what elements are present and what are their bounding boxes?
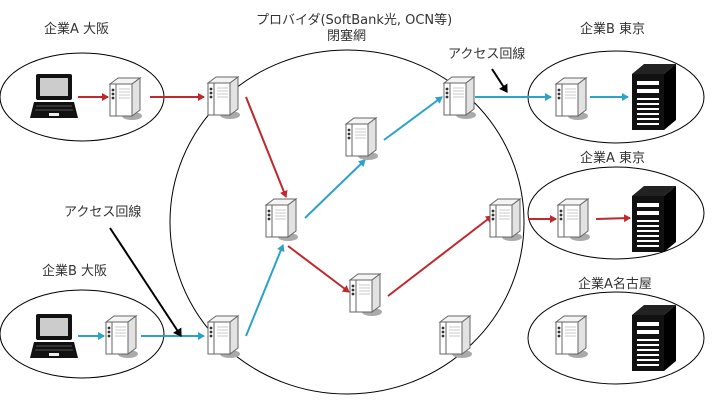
route-company-a [78, 93, 631, 297]
access-line-pointer-left [109, 227, 182, 337]
route-a-seg-5 [387, 215, 493, 297]
laptop-icon-b-osaka[interactable] [29, 313, 79, 359]
pe-router-icon-tokyo-a[interactable] [489, 198, 523, 242]
site-a-tokyo-boundary [527, 166, 705, 260]
access-line-label-top: アクセス回線 [448, 47, 526, 62]
router-icon-a-osaka[interactable] [109, 77, 143, 121]
laptop-icon-a-osaka[interactable] [29, 73, 79, 119]
pe-router-icon-osaka-b[interactable] [207, 315, 241, 359]
router-icon-b-osaka[interactable] [105, 315, 139, 359]
access-line-label-left: アクセス回線 [64, 205, 142, 220]
core-router-icon-4[interactable] [439, 315, 473, 359]
route-company-b [78, 93, 629, 340]
router-icon-b-tokyo[interactable] [555, 77, 589, 121]
site-label-a-tokyo: 企業A 東京 [580, 151, 646, 166]
core-router-icon-1[interactable] [265, 198, 299, 242]
network-subtitle: 閉塞網 [327, 29, 367, 44]
site-b-osaka-boundary [0, 289, 165, 379]
network-title: プロバイダ(SoftBank光, OCN等) [256, 13, 453, 28]
route-b-seg-4 [304, 159, 366, 219]
router-icon-a-nagoya[interactable] [555, 315, 589, 359]
core-router-icon-2[interactable] [345, 117, 379, 161]
tower-server-icon-a-tokyo[interactable] [632, 186, 676, 252]
core-router-icon-3[interactable] [349, 273, 383, 317]
route-a-seg-7 [595, 214, 631, 223]
site-a-nagoya-boundary [527, 291, 705, 385]
route-b-seg-5 [383, 96, 443, 141]
tower-server-icon-b-tokyo[interactable] [632, 64, 676, 130]
access-line-pointer-top [491, 68, 508, 93]
site-label-a-osaka: 企業A 大阪 [44, 22, 110, 37]
site-label-a-nagoya: 企業A名古屋 [578, 277, 652, 292]
site-label-b-tokyo: 企業B 東京 [580, 22, 646, 37]
site-label-b-osaka: 企業B 大阪 [42, 264, 108, 279]
provider-network-boundary [169, 49, 525, 395]
route-a-seg-4 [287, 245, 350, 293]
router-icon-a-tokyo[interactable] [557, 198, 591, 242]
tower-server-icon-a-nagoya[interactable] [632, 305, 676, 371]
route-a-seg-3 [245, 96, 288, 198]
pe-router-icon-tokyo-b[interactable] [443, 76, 477, 120]
pe-router-icon-osaka-a[interactable] [207, 76, 241, 120]
route-b-seg-3 [245, 244, 285, 337]
